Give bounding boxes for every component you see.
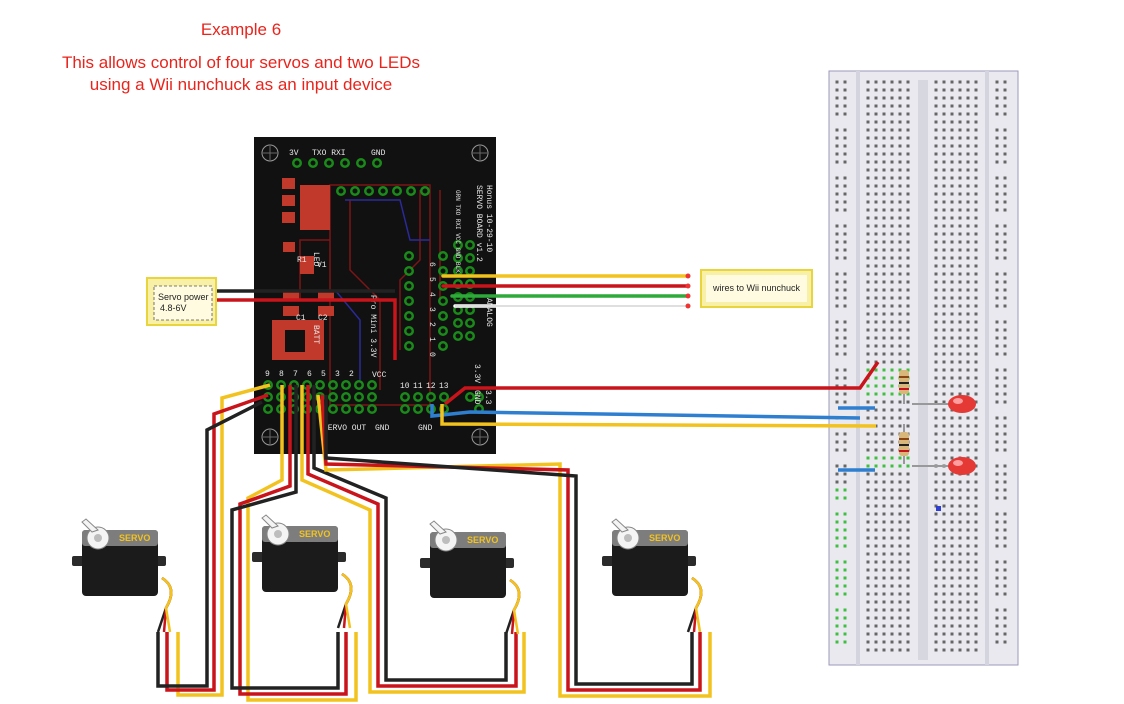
- servo-pin-label: 8: [279, 370, 284, 379]
- resistor-bottom: [899, 432, 909, 456]
- right-pin-label: 10: [400, 382, 410, 391]
- label-gnd-right: GND: [472, 390, 481, 405]
- label-servo-board-version: SERVO BOARD v1.2: [474, 185, 483, 262]
- servo-pin-label: 3: [335, 370, 340, 379]
- servo-motor: SERVO: [602, 518, 703, 633]
- analog-pin-label: 1: [427, 337, 436, 342]
- label-r1: R1: [297, 256, 307, 265]
- led-top: [948, 395, 976, 413]
- wire-blue-ground: [430, 404, 861, 420]
- led-bottom: [948, 457, 976, 475]
- label-led: LED: [311, 252, 320, 267]
- description-line-2: using a Wii nunchuck as an input device: [89, 75, 393, 94]
- label-v1: V1: [317, 261, 327, 270]
- servo-pin-label: 6: [307, 370, 312, 379]
- example-description: This allows control of four servos and t…: [0, 52, 482, 96]
- pin-label-gnd-top: GND: [371, 149, 386, 158]
- wii-note-text: wires to Wii nunchuck: [712, 283, 801, 293]
- label-batt: BATT: [311, 325, 320, 344]
- label-gnd-bottom-left: GND: [375, 424, 390, 433]
- analog-pin-label: 2: [427, 322, 436, 327]
- label-3-3: 3.3: [483, 390, 492, 405]
- servo-pin-label: 9: [265, 370, 270, 379]
- servo-motor: SERVO: [420, 520, 521, 635]
- right-pin-label: 12: [426, 382, 436, 391]
- analog-pin-label: 3: [427, 307, 436, 312]
- servo-label: SERVO: [119, 533, 150, 543]
- servo-power-note: Servo power 4.8-6V: [146, 277, 217, 326]
- label-3v3: 3.3V: [472, 364, 481, 383]
- servo-pin-label: 5: [321, 370, 326, 379]
- servo-label: SERVO: [467, 535, 498, 545]
- servo-label: SERVO: [649, 533, 680, 543]
- label-c2: C2: [318, 314, 328, 323]
- analog-pin-label: 4: [427, 292, 436, 297]
- wire-led-red: [443, 361, 880, 406]
- analog-pin-label: 6: [427, 262, 436, 267]
- label-analog: ANALOG: [484, 298, 493, 327]
- analog-pin-label: 5: [427, 277, 436, 282]
- label-pro-mini: Pro Mini 3.3V: [368, 295, 377, 358]
- example-title: Example 6: [200, 20, 282, 39]
- analog-pin-label: 0: [427, 352, 436, 357]
- right-pin-label: 13: [439, 382, 449, 391]
- servo-motor: SERVO: [72, 518, 173, 633]
- wire-led-yellow: [440, 404, 877, 428]
- servo-label: SERVO: [299, 529, 330, 539]
- description-line-1: This allows control of four servos and t…: [61, 53, 421, 72]
- label-servo-out: SERVO OUT: [323, 424, 366, 433]
- label-header-pins: GRN TXO RXI VCC GND BLK: [454, 190, 461, 273]
- right-pin-label: 11: [413, 382, 423, 391]
- label-vcc: VCC: [372, 371, 387, 380]
- servo-motor: SERVO: [252, 514, 353, 629]
- label-gnd-bottom-right: GND: [418, 424, 433, 433]
- pin-label-txo-rxi: TXO RXI: [312, 149, 346, 158]
- servo-power-line-1: Servo power: [158, 292, 209, 302]
- breadboard: [828, 70, 1019, 666]
- label-honus-date: Honus 10-29-10: [484, 185, 493, 252]
- pin-label-3v: 3V: [289, 149, 299, 158]
- servo-pin-label: 2: [349, 370, 354, 379]
- servo-power-line-2: 4.8-6V: [160, 303, 187, 313]
- wire-power-red: [216, 298, 397, 360]
- label-c1: C1: [296, 314, 306, 323]
- resistor-top: [899, 370, 909, 394]
- wii-note: wires to Wii nunchuck: [700, 269, 813, 308]
- servo-pin-label: 7: [293, 370, 298, 379]
